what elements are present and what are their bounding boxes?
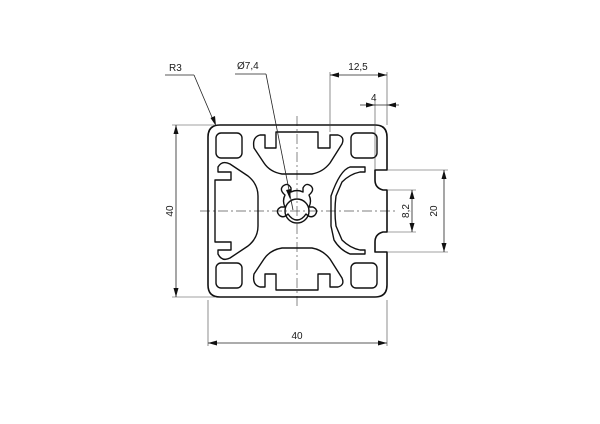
width-dimension-label: 40	[291, 331, 303, 342]
slot-offset-arrow-left	[330, 72, 339, 78]
slot-offset-arrow-right	[378, 72, 387, 78]
slot-cavity-bottom	[252, 247, 344, 291]
slot-span-arrow-bottom	[441, 243, 447, 252]
corner-pocket-top-right	[350, 132, 378, 159]
bore-leader	[265, 73, 294, 211]
slot-span-label: 20	[429, 205, 440, 217]
center-bore	[284, 198, 310, 224]
slot-opening-arrow-bottom	[409, 223, 415, 232]
corner-pocket-bottom-right	[350, 262, 378, 289]
corner-pocket-bottom-left	[215, 262, 243, 289]
slot-opening-label: 8,2	[401, 204, 412, 218]
slot-depth-arrow-right	[387, 102, 396, 108]
center-core	[276, 183, 318, 221]
slot-depth-arrow-left	[366, 102, 375, 108]
width-arrow-right	[378, 340, 387, 346]
bore-diameter-label: Ø7,4	[237, 61, 259, 72]
corner-pocket-top-left	[215, 132, 243, 159]
radius-arrow	[210, 116, 216, 126]
radius-label: R3	[169, 63, 182, 74]
slot-cavity-top	[252, 131, 344, 175]
slot-span-arrow-top	[441, 170, 447, 179]
slot-cavity-right	[330, 166, 366, 255]
bore-arrow	[286, 189, 291, 199]
height-arrow-bottom	[173, 288, 179, 297]
slot-depth-label: 4	[371, 93, 377, 104]
slot-cavity-left	[214, 161, 259, 261]
height-arrow-top	[173, 125, 179, 134]
slot-opening-arrow-top	[409, 190, 415, 199]
width-arrow-left	[208, 340, 217, 346]
radius-leader	[193, 74, 215, 123]
height-dimension-label: 40	[165, 205, 176, 217]
slot-offset-label: 12,5	[348, 62, 368, 73]
